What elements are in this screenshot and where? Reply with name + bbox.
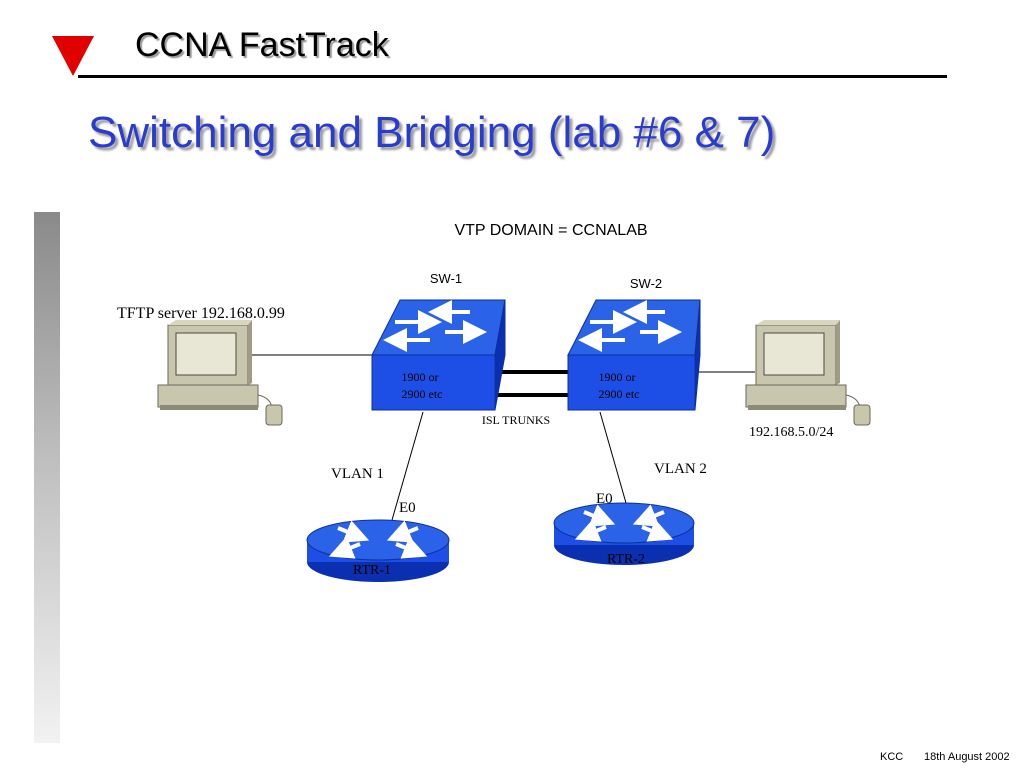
- vtp-domain-label: VTP DOMAIN = CCNALAB: [454, 222, 647, 239]
- header-title: CCNA FastTrack: [135, 26, 389, 64]
- router-label: RTR-1: [353, 563, 391, 578]
- switch-sw2: 1900 or 2900 etc: [567, 299, 701, 411]
- host-computer-icon: [745, 320, 871, 426]
- vlan-label: VLAN 2: [654, 461, 707, 477]
- switch-arrows-icon: [383, 300, 487, 352]
- switch-label: SW-2: [630, 276, 662, 291]
- router-rtr1-icon: [306, 519, 450, 582]
- switch-arrows-icon: [578, 300, 682, 352]
- router-interface-label: E0: [596, 491, 613, 507]
- links: [242, 354, 755, 549]
- switch-model-line1: 1900 or: [402, 370, 439, 384]
- footer-date: 18th August 2002: [924, 751, 1010, 763]
- tftp-server-computer-icon: [157, 320, 283, 426]
- isl-trunks-label: ISL TRUNKS: [482, 413, 550, 427]
- switch-model-line2: 2900 etc: [402, 387, 443, 401]
- slide-title: Switching and Bridging (lab #6 & 7): [88, 108, 776, 157]
- switch-label: SW-1: [430, 271, 462, 286]
- tftp-server-label: TFTP server 192.168.0.99: [117, 305, 285, 322]
- switch-model-line2: 2900 etc: [599, 387, 640, 401]
- footer-author: KCC: [880, 751, 904, 763]
- down-triangle-icon: [52, 36, 94, 76]
- side-gradient-bar: [34, 212, 60, 743]
- router-interface-label: E0: [399, 500, 416, 516]
- header-divider: [78, 75, 947, 78]
- link-sw2-rtr2: [599, 411, 629, 511]
- vlan-label: VLAN 1: [331, 466, 384, 482]
- host-subnet-label: 192.168.5.0/24: [749, 425, 833, 440]
- router-rtr2-icon: [553, 502, 695, 565]
- switch-model-line1: 1900 or: [599, 370, 636, 384]
- router-label: RTR-2: [607, 552, 645, 567]
- switch-sw1: 1900 or 2900 etc: [371, 299, 506, 411]
